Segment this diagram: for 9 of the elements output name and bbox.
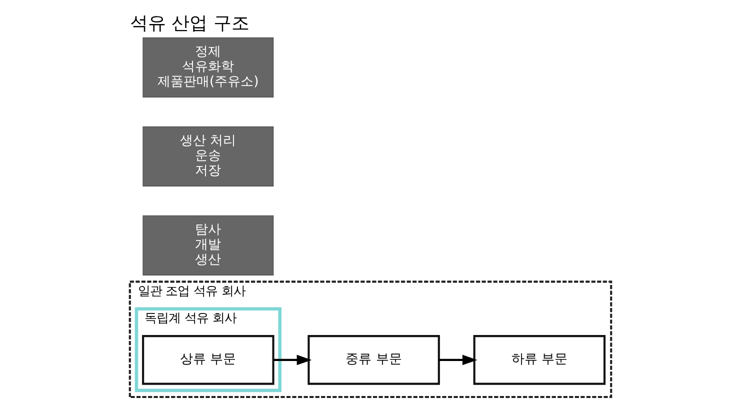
arrow [438, 354, 478, 366]
diagram-title: 석유 산업 구조 [130, 13, 250, 34]
node-box: 중류 부문 [308, 335, 440, 385]
arrow [273, 354, 312, 366]
node-box: 정제 석유화학 제품판매(주유소) [142, 37, 274, 98]
node-box: 상류 부문 [142, 335, 274, 385]
node-box: 하류 부문 [473, 335, 606, 385]
node-box: 탐사 개발 생산 [142, 215, 274, 276]
node-box: 생산 처리 운송 저장 [142, 126, 274, 186]
